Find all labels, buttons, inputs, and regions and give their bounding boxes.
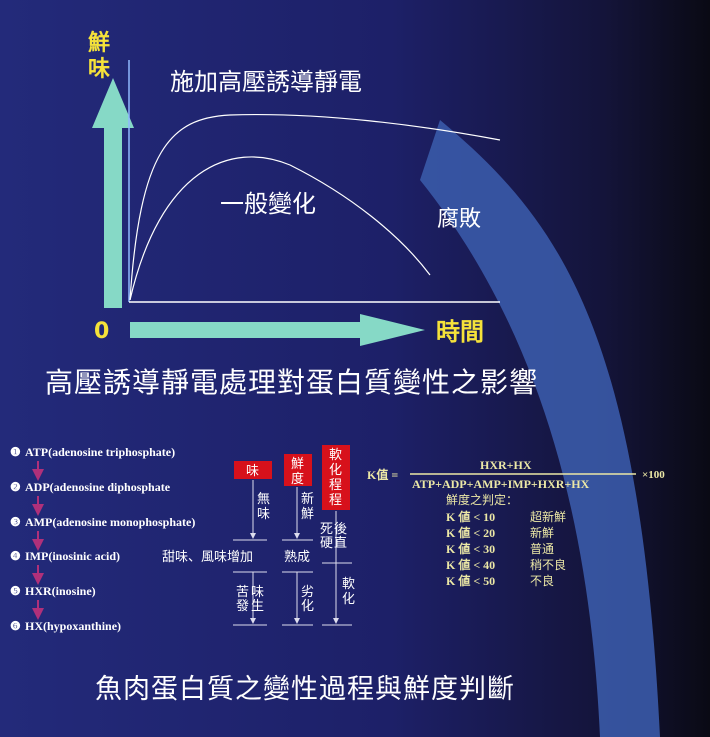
change-columns: 味 鮮 度 軟 化 程 程 無 味 苦 發 味 生 新 鮮 熟成 劣 化 死 硬… — [233, 445, 355, 626]
k-condition: K 値 < 30 — [446, 541, 495, 556]
step-num: ❻ — [10, 619, 21, 633]
taste-text: 味 — [257, 507, 270, 522]
step-label: ADP(adenosine diphosphate — [25, 480, 171, 494]
freshness-box-label: 鮮 — [291, 457, 304, 472]
curve-normal-label: 一般變化 — [220, 190, 316, 218]
imp-note: 甜味、風味增加 — [162, 549, 253, 565]
decay-label: 腐敗 — [437, 207, 481, 232]
softening-text: 硬 — [320, 536, 333, 551]
k-condition: K 値 < 40 — [446, 557, 495, 572]
softening-box-label: 程 — [329, 493, 342, 508]
k-grade: 稍不良 — [530, 557, 566, 572]
curve-normal — [129, 156, 431, 301]
step-label: IMP(inosinic acid) — [25, 549, 120, 563]
origin-label: 0 — [94, 319, 109, 344]
formula-multiplier: ×100 — [642, 469, 665, 481]
k-grade: 新鮮 — [530, 525, 554, 540]
freshness-text: 化 — [301, 599, 314, 614]
k-condition: K 値 < 10 — [446, 509, 495, 524]
freshness-text: 熟成 — [284, 549, 310, 565]
curve-static — [129, 113, 501, 301]
taste-text: 生 — [251, 599, 264, 614]
formula-denominator: ATP+ADP+AMP+IMP+HXR+HX — [412, 477, 590, 491]
freshness-text: 新 — [301, 491, 314, 507]
step-label: HXR(inosine) — [25, 584, 96, 598]
taste-box — [234, 461, 272, 479]
step-label: ATP(adenosine triphosphate) — [25, 445, 175, 459]
freshness-text: 鮮 — [301, 507, 314, 522]
step-label: HX(hypoxanthine) — [25, 619, 121, 633]
softening-box — [322, 445, 350, 510]
x-axis-arrow — [130, 314, 425, 346]
footer-title: 魚肉蛋白質之變性過程與鮮度判斷 — [95, 674, 515, 705]
step-num: ❺ — [10, 584, 21, 598]
formula-lhs: K值 = — [367, 467, 398, 482]
blue-swoosh — [420, 120, 660, 737]
softening-text: 死 — [320, 522, 333, 537]
step-num: ❹ — [10, 549, 21, 563]
k-condition: K 値 < 20 — [446, 525, 495, 540]
softening-box-label: 程 — [329, 478, 342, 493]
process-steps: ❶ ATP(adenosine triphosphate) ❷ ADP(aden… — [10, 445, 195, 633]
step-num: ❸ — [10, 515, 21, 529]
k-condition: K 値 < 50 — [446, 573, 495, 588]
softening-box-label: 化 — [329, 463, 342, 478]
taste-box-label: 味 — [246, 464, 259, 479]
freshness-heading: 鮮度之判定： — [446, 492, 518, 507]
softening-text: 直 — [334, 536, 347, 551]
taste-text: 發 — [236, 599, 249, 614]
freshness-text: 劣 — [301, 585, 314, 600]
k-grade: 超新鮮 — [530, 509, 566, 524]
y-label-1: 鮮 — [88, 30, 110, 56]
chart-title: 高壓誘導靜電處理對蛋白質變性之影響 — [45, 366, 538, 399]
step-label: AMP(adenosine monophosphate) — [25, 515, 195, 529]
k-value-formula: K值 = HXR+HX ATP+ADP+AMP+IMP+HXR+HX ×100 … — [367, 458, 665, 588]
k-grade: 普通 — [530, 542, 554, 556]
curve-static-label: 施加高壓誘導靜電 — [170, 68, 362, 96]
taste-text: 味 — [251, 585, 264, 600]
softening-box-label: 軟 — [329, 447, 342, 463]
k-grade: 不良 — [530, 573, 554, 588]
chart: 鮮 味 0 時間 施加高壓誘導靜電 一般變化 腐敗 高壓誘導靜電處理對蛋白質變性… — [45, 30, 538, 399]
step-num: ❷ — [10, 480, 21, 494]
y-label-2: 味 — [88, 57, 110, 82]
step-num: ❶ — [10, 445, 21, 459]
softening-text: 後 — [334, 522, 347, 537]
taste-text: 無 — [257, 492, 270, 507]
taste-text: 苦 — [236, 584, 249, 600]
formula-numerator: HXR+HX — [480, 458, 532, 472]
y-axis-arrow — [92, 78, 134, 308]
softening-text: 軟 — [342, 576, 355, 592]
freshness-box — [284, 454, 312, 486]
softening-text: 化 — [342, 592, 355, 607]
freshness-box-label: 度 — [291, 471, 304, 487]
x-label: 時間 — [436, 318, 484, 346]
